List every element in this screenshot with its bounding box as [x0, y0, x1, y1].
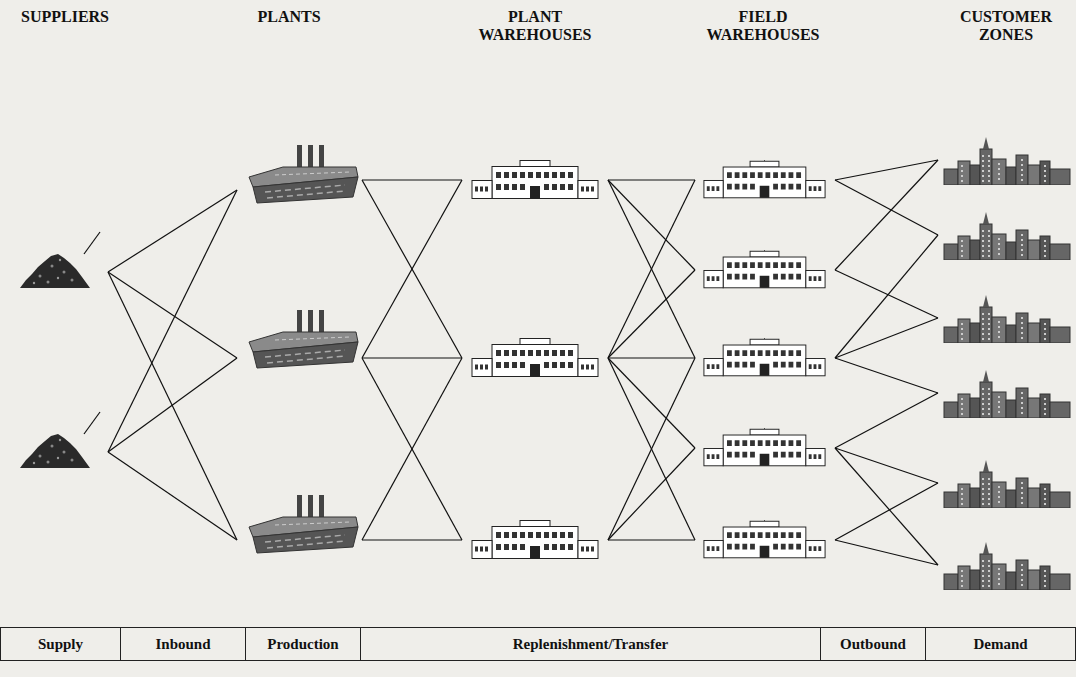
column-heading: CUSTOMER ZONES — [941, 8, 1071, 45]
link-line — [835, 318, 938, 358]
link-line — [362, 180, 462, 358]
link-line — [835, 235, 938, 358]
field-warehouse — [704, 335, 825, 376]
stage-cell: Replenishment/Transfer — [360, 627, 821, 661]
stage-cell: Inbound — [120, 627, 246, 661]
network-links — [84, 160, 938, 565]
link-line — [608, 358, 695, 540]
link-line — [108, 190, 237, 452]
stage-cell: Supply — [0, 627, 121, 661]
leader-line — [84, 412, 100, 434]
link-line — [835, 540, 938, 565]
column-heading: PLANTS — [224, 8, 354, 26]
field-warehouse — [704, 425, 825, 466]
link-line — [108, 452, 237, 540]
link-line — [835, 270, 938, 318]
link-line — [108, 358, 237, 452]
stage-label: Production — [267, 636, 338, 653]
link-line — [608, 179, 695, 180]
link-line — [608, 358, 695, 540]
stage-label: Demand — [973, 636, 1027, 653]
link-line — [835, 483, 938, 540]
stage-label: Outbound — [840, 636, 906, 653]
stage-cell: Production — [245, 627, 361, 661]
link-line — [108, 272, 237, 358]
stage-cell: Outbound — [820, 627, 926, 661]
supplier-pile — [20, 254, 90, 288]
customer-zone — [944, 137, 1070, 185]
customer-zone — [944, 212, 1070, 260]
link-line — [362, 358, 462, 540]
link-line — [362, 358, 462, 540]
link-line — [608, 180, 695, 270]
stage-label: Inbound — [155, 636, 210, 653]
link-line — [108, 272, 237, 540]
column-heading: PLANT WAREHOUSES — [470, 8, 600, 45]
column-heading: FIELD WAREHOUSES — [698, 8, 828, 45]
customer-zone — [944, 370, 1070, 418]
link-line — [608, 539, 695, 540]
link-line — [608, 448, 695, 540]
stage-cell: Demand — [925, 627, 1076, 661]
plant-warehouse — [472, 334, 598, 377]
stage-label: Supply — [38, 636, 83, 653]
link-line — [362, 539, 462, 540]
customer-zone — [944, 542, 1070, 590]
plant-factory — [249, 145, 358, 203]
link-line — [835, 358, 938, 393]
link-line — [835, 393, 938, 448]
plant-factory — [249, 495, 358, 553]
leader-line — [84, 232, 100, 254]
stage-label: Replenishment/Transfer — [513, 636, 669, 653]
column-heading: SUPPLIERS — [0, 8, 130, 26]
field-warehouse — [704, 247, 825, 288]
link-line — [362, 179, 462, 180]
field-warehouse — [704, 517, 825, 558]
customer-zone — [944, 460, 1070, 508]
plant-factory — [249, 310, 358, 368]
plant-warehouse — [472, 516, 598, 559]
link-line — [608, 270, 695, 358]
customer-zone — [944, 295, 1070, 343]
link-line — [835, 180, 938, 235]
link-line — [608, 180, 695, 358]
link-line — [362, 357, 462, 358]
supplier-pile — [20, 434, 90, 468]
link-line — [362, 180, 462, 358]
field-warehouse — [704, 157, 825, 198]
link-line — [835, 448, 938, 565]
link-line — [108, 190, 237, 272]
plant-warehouse — [472, 156, 598, 199]
link-line — [608, 180, 695, 358]
link-line — [608, 358, 695, 448]
link-line — [608, 357, 695, 358]
